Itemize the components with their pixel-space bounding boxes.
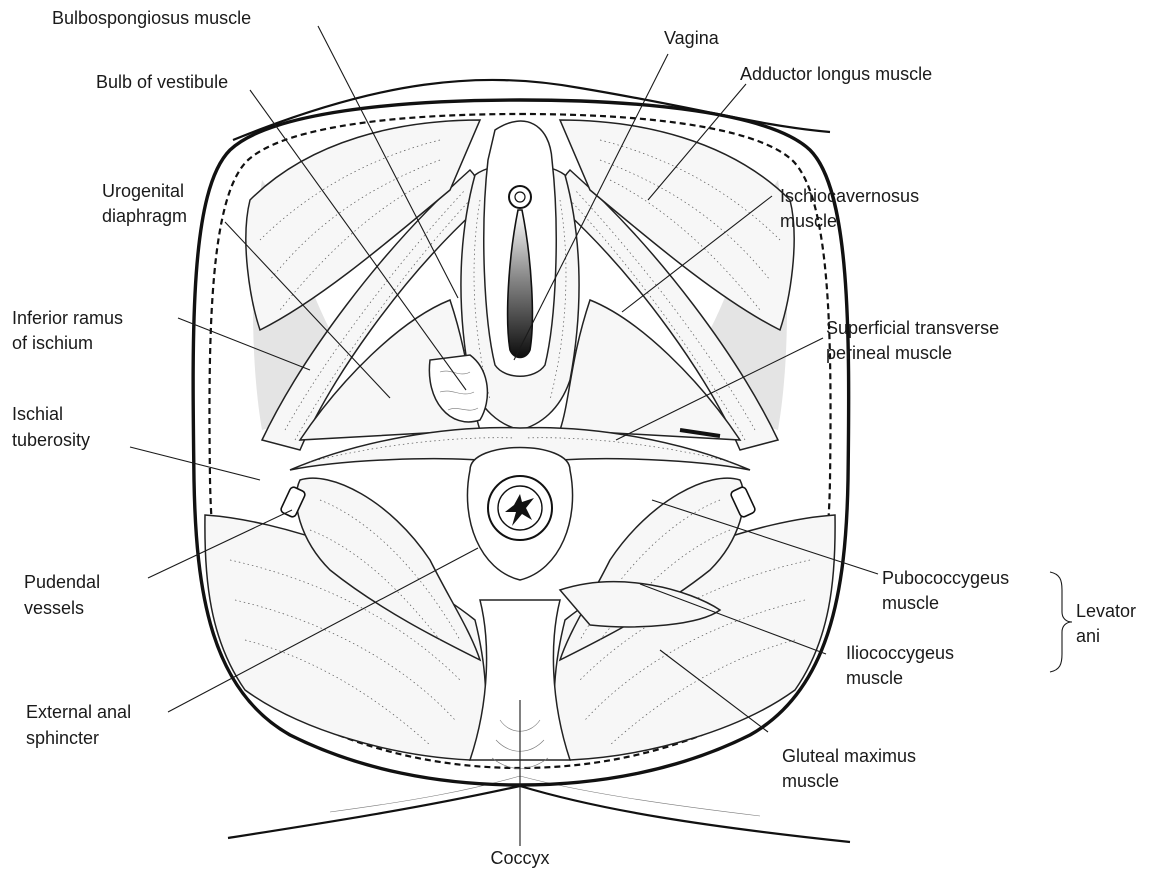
label-ischiocavernosus-2: muscle bbox=[780, 211, 837, 231]
label-vagina: Vagina bbox=[664, 28, 720, 48]
label-coccyx: Coccyx bbox=[490, 848, 549, 868]
label-external-anal-2: sphincter bbox=[26, 728, 99, 748]
label-levator-ani-1: Levator bbox=[1076, 601, 1136, 621]
label-ischial-tuberosity-1: Ischial bbox=[12, 404, 63, 424]
label-pudendal-2: vessels bbox=[24, 598, 84, 618]
label-superficial-1: Superficial transverse bbox=[826, 318, 999, 338]
label-bulb-of-vestibule: Bulb of vestibule bbox=[96, 72, 228, 92]
label-inferior-ramus-2: of ischium bbox=[12, 333, 93, 353]
label-ischiocavernosus-1: Ischiocavernosus bbox=[780, 186, 919, 206]
label-urogenital-1: Urogenital bbox=[102, 181, 184, 201]
label-iliococcygeus-2: muscle bbox=[846, 668, 903, 688]
label-gluteal-maximus-1: Gluteal maximus bbox=[782, 746, 916, 766]
label-adductor-longus: Adductor longus muscle bbox=[740, 64, 932, 84]
label-external-anal-1: External anal bbox=[26, 702, 131, 722]
external-anal-sphincter-shape bbox=[467, 448, 572, 581]
label-pudendal-1: Pudendal bbox=[24, 572, 100, 592]
label-urogenital-2: diaphragm bbox=[102, 206, 187, 226]
label-levator-ani-2: ani bbox=[1076, 626, 1100, 646]
label-superficial-2: perineal muscle bbox=[826, 343, 952, 363]
vagina-shape bbox=[484, 121, 556, 376]
label-gluteal-maximus-2: muscle bbox=[782, 771, 839, 791]
label-inferior-ramus-1: Inferior ramus bbox=[12, 308, 123, 328]
label-bulbospongiosus: Bulbospongiosus muscle bbox=[52, 8, 251, 28]
label-pubococcygeus-1: Pubococcygeus bbox=[882, 568, 1009, 588]
levator-ani-brace bbox=[1050, 572, 1072, 672]
label-pubococcygeus-2: muscle bbox=[882, 593, 939, 613]
label-iliococcygeus-1: Iliococcygeus bbox=[846, 643, 954, 663]
label-ischial-tuberosity-2: tuberosity bbox=[12, 430, 90, 450]
